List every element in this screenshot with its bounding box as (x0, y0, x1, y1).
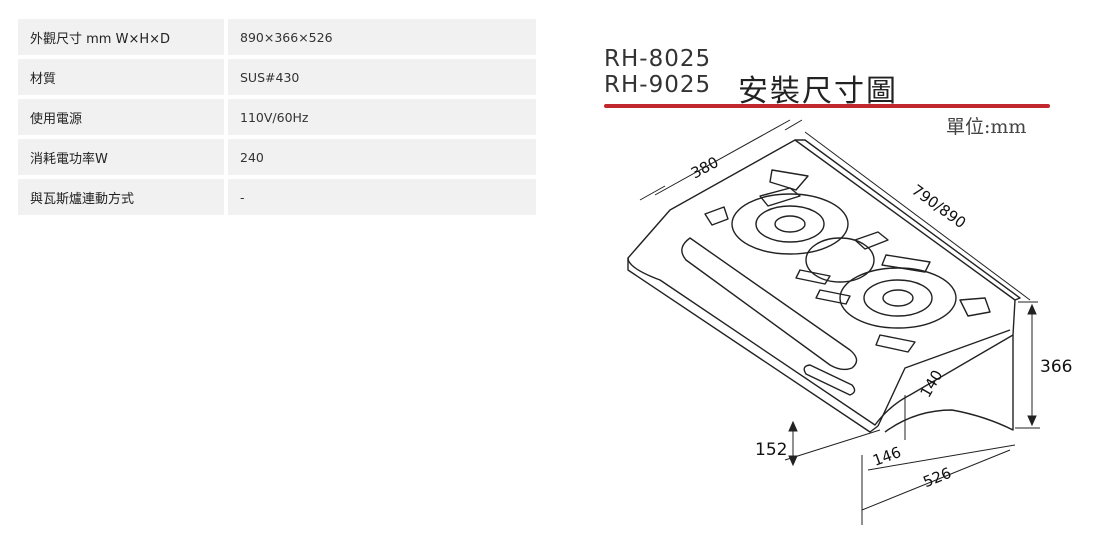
vent-slot (875, 334, 916, 353)
range-hood-drawing: 380 790/890 366 152 140 146 526 (627, 119, 1072, 525)
spec-table: 外觀尺寸 mm W×H×D 890×366×526 材質 SUS#430 使用電… (18, 15, 536, 219)
spec-label: 與瓦斯爐連動方式 (18, 179, 228, 215)
dim-angle: 140 (917, 367, 947, 401)
spec-value: - (228, 179, 536, 215)
spec-value: 240 (228, 139, 536, 175)
dim-width: 790/890 (908, 181, 969, 232)
burner-left-mid (755, 205, 825, 243)
spec-value: SUS#430 (228, 59, 536, 95)
spec-label: 外觀尺寸 mm W×H×D (18, 19, 228, 55)
vent-slot (769, 169, 809, 191)
table-row: 與瓦斯爐連動方式 - (18, 179, 536, 215)
dim-lower: 146 (870, 443, 903, 470)
dim-height: 366 (1040, 357, 1072, 377)
hood-rear-edge (795, 139, 1021, 301)
dim-depth-top: 380 (688, 153, 722, 182)
hood-side-panel (884, 335, 1014, 433)
burner-right-mid (863, 279, 933, 317)
front-groove (681, 237, 858, 371)
table-row: 外觀尺寸 mm W×H×D 890×366×526 (18, 19, 536, 55)
spec-label: 使用電源 (18, 99, 228, 135)
vent-slot (959, 297, 991, 317)
vent-slot (704, 206, 729, 226)
control-panel (803, 364, 856, 396)
table-row: 材質 SUS#430 (18, 59, 536, 95)
burner-left-inner (774, 215, 806, 233)
dim-depth: 526 (921, 464, 954, 491)
unit-label: 單位:mm (946, 116, 1027, 138)
drawing-title: 安裝尺寸圖 (738, 74, 898, 109)
table-row: 使用電源 110V/60Hz (18, 99, 536, 135)
hood-front-edge (627, 258, 879, 433)
vent-slot (815, 289, 851, 305)
vent-slot (881, 254, 931, 273)
model-number-1: RH-8025 (604, 46, 712, 72)
vent-slot (854, 231, 889, 250)
burner-left-outer (731, 193, 849, 255)
spec-value: 890×366×526 (228, 19, 536, 55)
model-number-2: RH-9025 (604, 72, 712, 98)
vent-slot (759, 187, 801, 207)
burner-right-outer (839, 267, 957, 329)
dim-front-height: 152 (755, 440, 787, 460)
drawing-title-block: RH-8025 RH-9025 安裝尺寸圖 (604, 46, 896, 109)
title-underline (604, 104, 1050, 108)
burner-right-inner (882, 289, 914, 307)
hood-top-outline (627, 139, 1016, 426)
hood-inner-fold (877, 329, 1011, 427)
table-row: 消耗電功率W 240 (18, 139, 536, 175)
vent-slot (795, 269, 831, 285)
spec-value: 110V/60Hz (228, 99, 536, 135)
center-fan-opening (805, 237, 875, 283)
spec-label: 材質 (18, 59, 228, 95)
spec-label: 消耗電功率W (18, 139, 228, 175)
